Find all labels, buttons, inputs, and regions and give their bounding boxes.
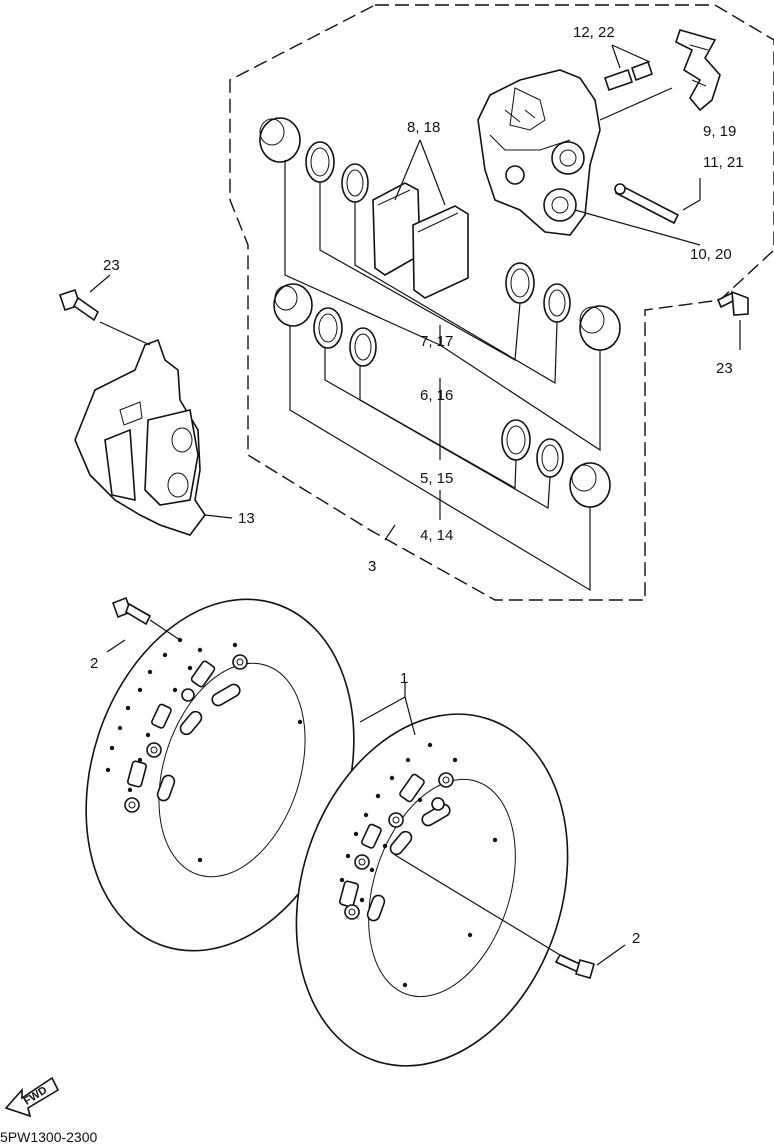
bleed-screw: [603, 60, 654, 92]
callout-1: 1: [400, 670, 408, 687]
kit-leader-lines: [284, 44, 701, 592]
callout-13: 13: [238, 510, 255, 527]
callout-23-left: 23: [103, 257, 120, 274]
diagram-code: 5PW1300-2300: [0, 1129, 98, 1144]
brake-disc-right: [295, 713, 569, 1067]
pad-spring: [675, 29, 721, 112]
caliper-kit-boundary: [229, 4, 774, 601]
callout-3: 3: [368, 558, 376, 575]
bolt-2-lower: [394, 854, 626, 979]
callout-5-15: 5, 15: [420, 470, 453, 487]
callout-4-14: 4, 14: [420, 527, 453, 544]
callout-2-lower: 2: [632, 930, 640, 947]
callout-9-19: 9, 19: [703, 123, 736, 140]
caliper-right: [477, 69, 601, 236]
callout-11-21: 11, 21: [703, 154, 744, 171]
brake-pads: [372, 182, 469, 299]
callout-23-right: 23: [716, 360, 733, 377]
callout-2-upper: 2: [90, 655, 98, 672]
pad-pin: [614, 183, 680, 225]
brake-disc-left: [85, 598, 355, 952]
callout-6-16: 6, 16: [420, 387, 453, 404]
callout-12-22: 12, 22: [573, 24, 615, 41]
pistons-and-seals: [259, 117, 621, 508]
callout-10-20: 10, 20: [690, 246, 732, 263]
bolt-23-right: [716, 290, 749, 350]
fwd-arrow-icon: [4, 1076, 60, 1118]
callout-8-18: 8, 18: [407, 119, 440, 136]
bolt-23-left: [58, 274, 151, 346]
bolt-2-upper: [106, 596, 181, 653]
caliper-left: [74, 338, 233, 536]
callout-7-17: 7, 17: [420, 333, 453, 350]
